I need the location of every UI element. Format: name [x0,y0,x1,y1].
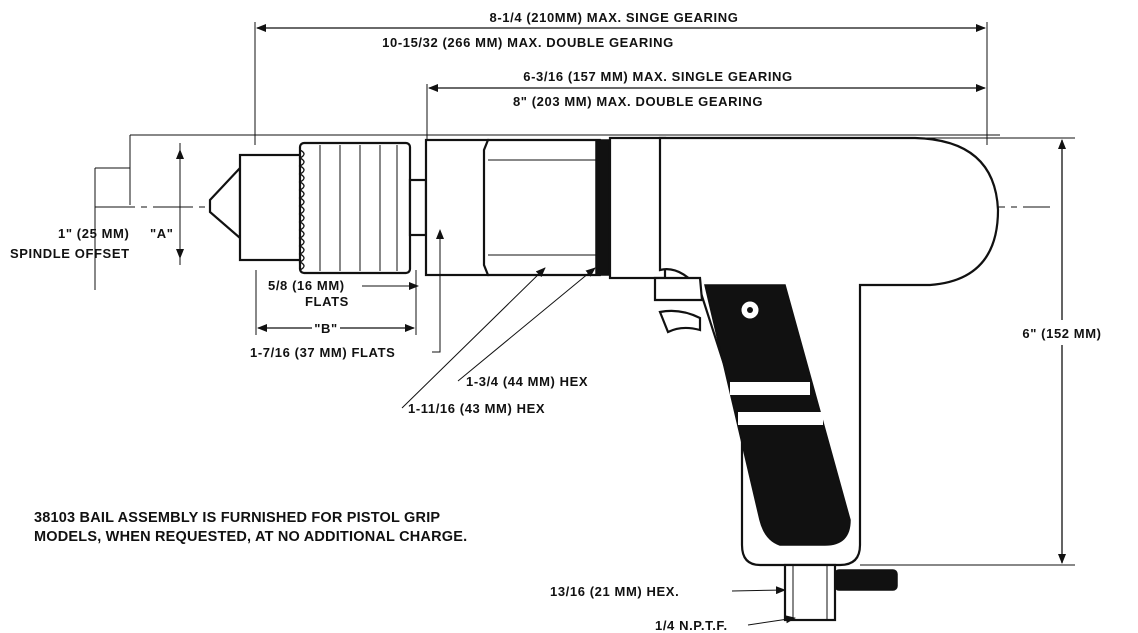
flats-small-label: FLATS [305,294,349,309]
note-line-1: 38103 BAIL ASSEMBLY IS FURNISHED FOR PIS… [34,510,440,526]
drill-chuck [208,141,428,275]
height-dimension [860,137,1075,566]
nptf-label: 1/4 N.P.T.F. [655,618,728,633]
flats-large-leader [432,229,444,353]
hex-small-leader [401,267,546,409]
mid-single-gearing-label: 6-3/16 (157 MM) MAX. SINGLE GEARING [523,69,793,84]
mid-double-gearing-label: 8" (203 MM) MAX. DOUBLE GEARING [513,94,763,109]
spindle-offset-a-label: "A" [150,226,174,241]
spindle-offset-value: 1" (25 MM) [58,226,129,241]
pistol-grip-housing [653,136,1000,622]
flats-small-value: 5/8 (16 MM) [268,278,345,293]
nptf-leader [747,615,796,626]
b-label: "B" [314,321,338,336]
hex-body [424,136,667,280]
spindle-offset-label: SPINDLE OFFSET [10,246,130,261]
hex-large-label: 1-3/4 (44 MM) HEX [466,374,588,389]
hex-inlet-leader [731,586,786,595]
b-dimension [255,270,417,335]
height-label: 6" (152 MM) [1022,326,1101,341]
top-double-gearing-label: 10-15/32 (266 MM) MAX. DOUBLE GEARING [382,35,674,50]
hex-small-label: 1-11/16 (43 MM) HEX [408,401,545,416]
top-dimension-lines [254,22,988,145]
top-single-gearing-label: 8-1/4 (210MM) MAX. SINGE GEARING [490,10,739,25]
hex-inlet-label: 13/16 (21 MM) HEX. [550,584,679,599]
hex-large-leader [457,267,596,382]
note-line-2: MODELS, WHEN REQUESTED, AT NO ADDITIONAL… [34,529,467,545]
flats-large-label: 1-7/16 (37 MM) FLATS [250,345,395,360]
